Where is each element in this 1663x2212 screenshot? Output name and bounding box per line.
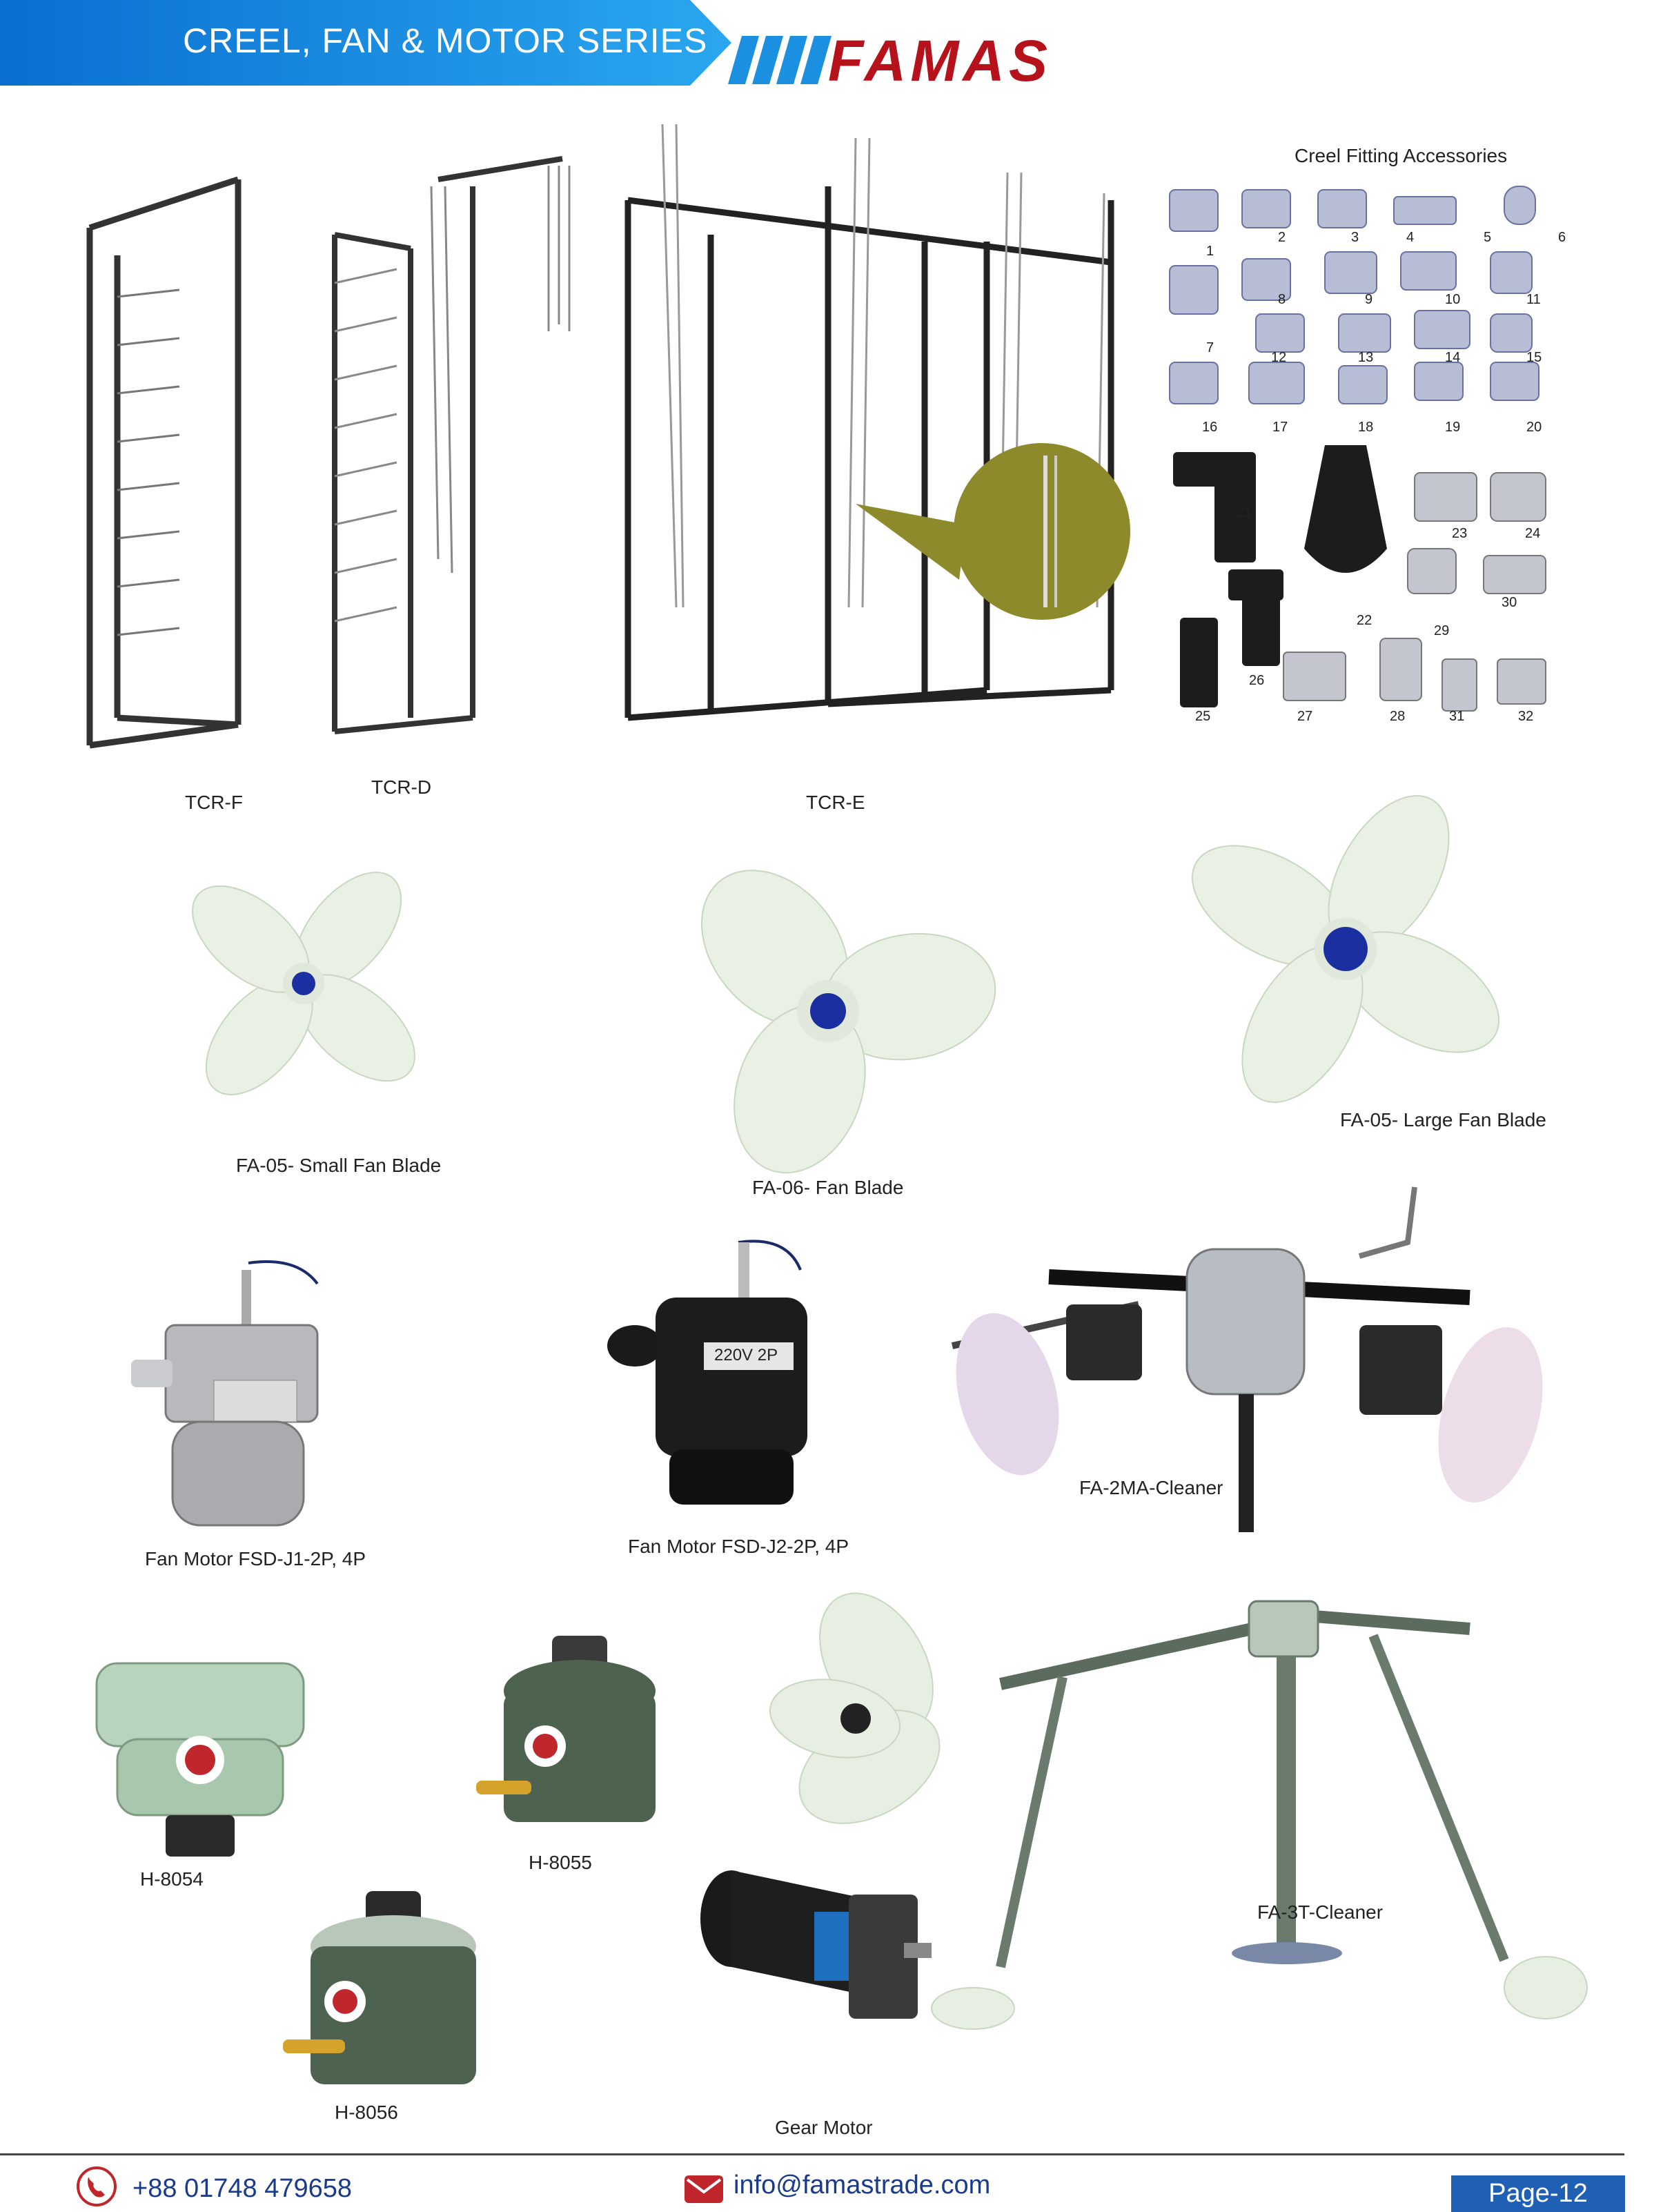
accessory-number: 26 (1249, 673, 1265, 688)
tcr-d-label: TCR-D (371, 776, 432, 798)
h8055-motor-image (476, 1636, 656, 1822)
phone-icon (77, 2166, 117, 2206)
accessory-number: 1 (1206, 244, 1214, 259)
fsd-j2-plate-text: 220V 2P (714, 1346, 778, 1364)
accessory-number: 7 (1206, 340, 1214, 355)
fan-motor-fsd-j2-image (607, 1240, 807, 1505)
accessory-number: 17 (1272, 420, 1288, 435)
fa06-label: FA-06- Fan Blade (752, 1177, 904, 1198)
h8056-motor-image (283, 1891, 476, 2084)
h8054-motor-image (95, 1662, 305, 1857)
footer-phone[interactable]: +88 01748 479658 (132, 2174, 353, 2203)
fa2ma-cleaner-label: FA-2MA-Cleaner (1079, 1477, 1223, 1498)
h8056-label: H-8056 (335, 2102, 398, 2123)
accessory-number: 18 (1358, 420, 1374, 435)
fan-motor-fsd-j2-label: Fan Motor FSD-J2-2P, 4P (628, 1536, 849, 1557)
fan-motor-fsd-j1-image (131, 1260, 319, 1527)
accessory-number: 10 (1445, 292, 1461, 307)
accessory-number: 13 (1358, 350, 1374, 365)
accessory-number: 24 (1525, 526, 1541, 541)
footer-divider (0, 2153, 1624, 2155)
page-title: CREEL, FAN & MOTOR SERIES (183, 21, 708, 60)
accessory-number: 11 (1526, 292, 1541, 307)
fa3t-cleaner-image (769, 1592, 1588, 2030)
accessory-number: 14 (1445, 350, 1461, 365)
accessory-number: 3 (1351, 230, 1359, 245)
accessories-grid (1169, 186, 1546, 712)
accessory-number: 6 (1558, 230, 1566, 245)
accessory-number: 25 (1195, 709, 1211, 724)
accessory-number: 20 (1526, 420, 1542, 435)
accessory-number: 9 (1365, 292, 1373, 307)
accessory-number: 21 (1237, 505, 1252, 520)
page-number-badge: Page-12 (1451, 2175, 1625, 2212)
accessory-number: 23 (1452, 526, 1468, 541)
accessory-number: 29 (1434, 623, 1450, 638)
accessory-number: 30 (1502, 595, 1517, 610)
tcr-f-label: TCR-F (185, 792, 243, 813)
accessory-number: 19 (1445, 420, 1461, 435)
brand-logo: FAMAS (828, 28, 1052, 93)
tcr-e-label: TCR-E (806, 792, 865, 813)
accessory-number: 31 (1449, 709, 1465, 724)
fa3t-cleaner-label: FA-3T-Cleaner (1257, 1901, 1384, 1923)
fa05-small-label: FA-05- Small Fan Blade (236, 1155, 442, 1176)
accessory-number: 5 (1484, 230, 1492, 245)
accessory-number: 16 (1202, 420, 1218, 435)
gear-motor-image (700, 1870, 932, 2019)
tcr-d-image (332, 156, 571, 734)
accessory-number: 15 (1526, 350, 1542, 365)
h8055-label: H-8055 (529, 1852, 592, 1873)
fa06-fan-image (700, 870, 996, 1174)
logo-stripes (728, 36, 832, 84)
header-banner (0, 0, 731, 86)
footer-email[interactable]: info@famastrade.com (734, 2171, 991, 2200)
gear-motor-label: Gear Motor (775, 2117, 873, 2138)
fa05-large-fan-image (1191, 794, 1500, 1104)
accessory-number: 27 (1297, 709, 1313, 724)
accessory-number: 4 (1406, 230, 1415, 245)
fan-motor-fsd-j1-label: Fan Motor FSD-J1-2P, 4P (145, 1548, 366, 1569)
accessories-title: Creel Fitting Accessories (1295, 145, 1508, 166)
fa05-small-fan-image (192, 872, 415, 1095)
fa05-large-label: FA-05- Large Fan Blade (1340, 1109, 1546, 1131)
accessory-number: 22 (1357, 613, 1372, 628)
accessory-number: 2 (1278, 230, 1286, 245)
tcr-e-detail-bubble (856, 443, 1130, 620)
accessory-number: 32 (1518, 709, 1534, 724)
tcr-f-image (86, 176, 242, 749)
accessory-number: 8 (1278, 292, 1286, 307)
accessory-number: 28 (1390, 709, 1406, 724)
accessory-number: 12 (1271, 350, 1287, 365)
fa2ma-cleaner-image (951, 1186, 1543, 1532)
h8054-label: H-8054 (140, 1868, 204, 1890)
email-icon (685, 2175, 723, 2203)
